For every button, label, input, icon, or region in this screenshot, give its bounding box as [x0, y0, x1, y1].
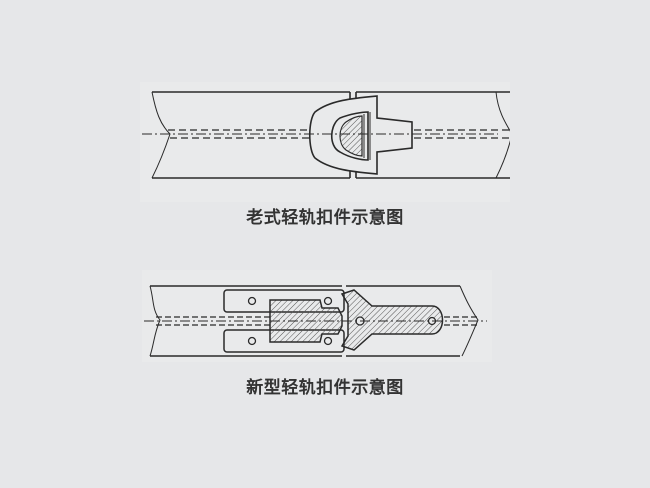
new-fastener-caption: 新型轻轨扣件示意图 — [246, 378, 404, 398]
new-fastener-drawing — [144, 285, 487, 357]
old-fastener-drawing — [142, 91, 510, 179]
old-fastener-caption: 老式轻轨扣件示意图 — [246, 208, 404, 228]
old-fastener-diagram — [140, 82, 510, 202]
new-fastener-diagram — [142, 270, 492, 362]
